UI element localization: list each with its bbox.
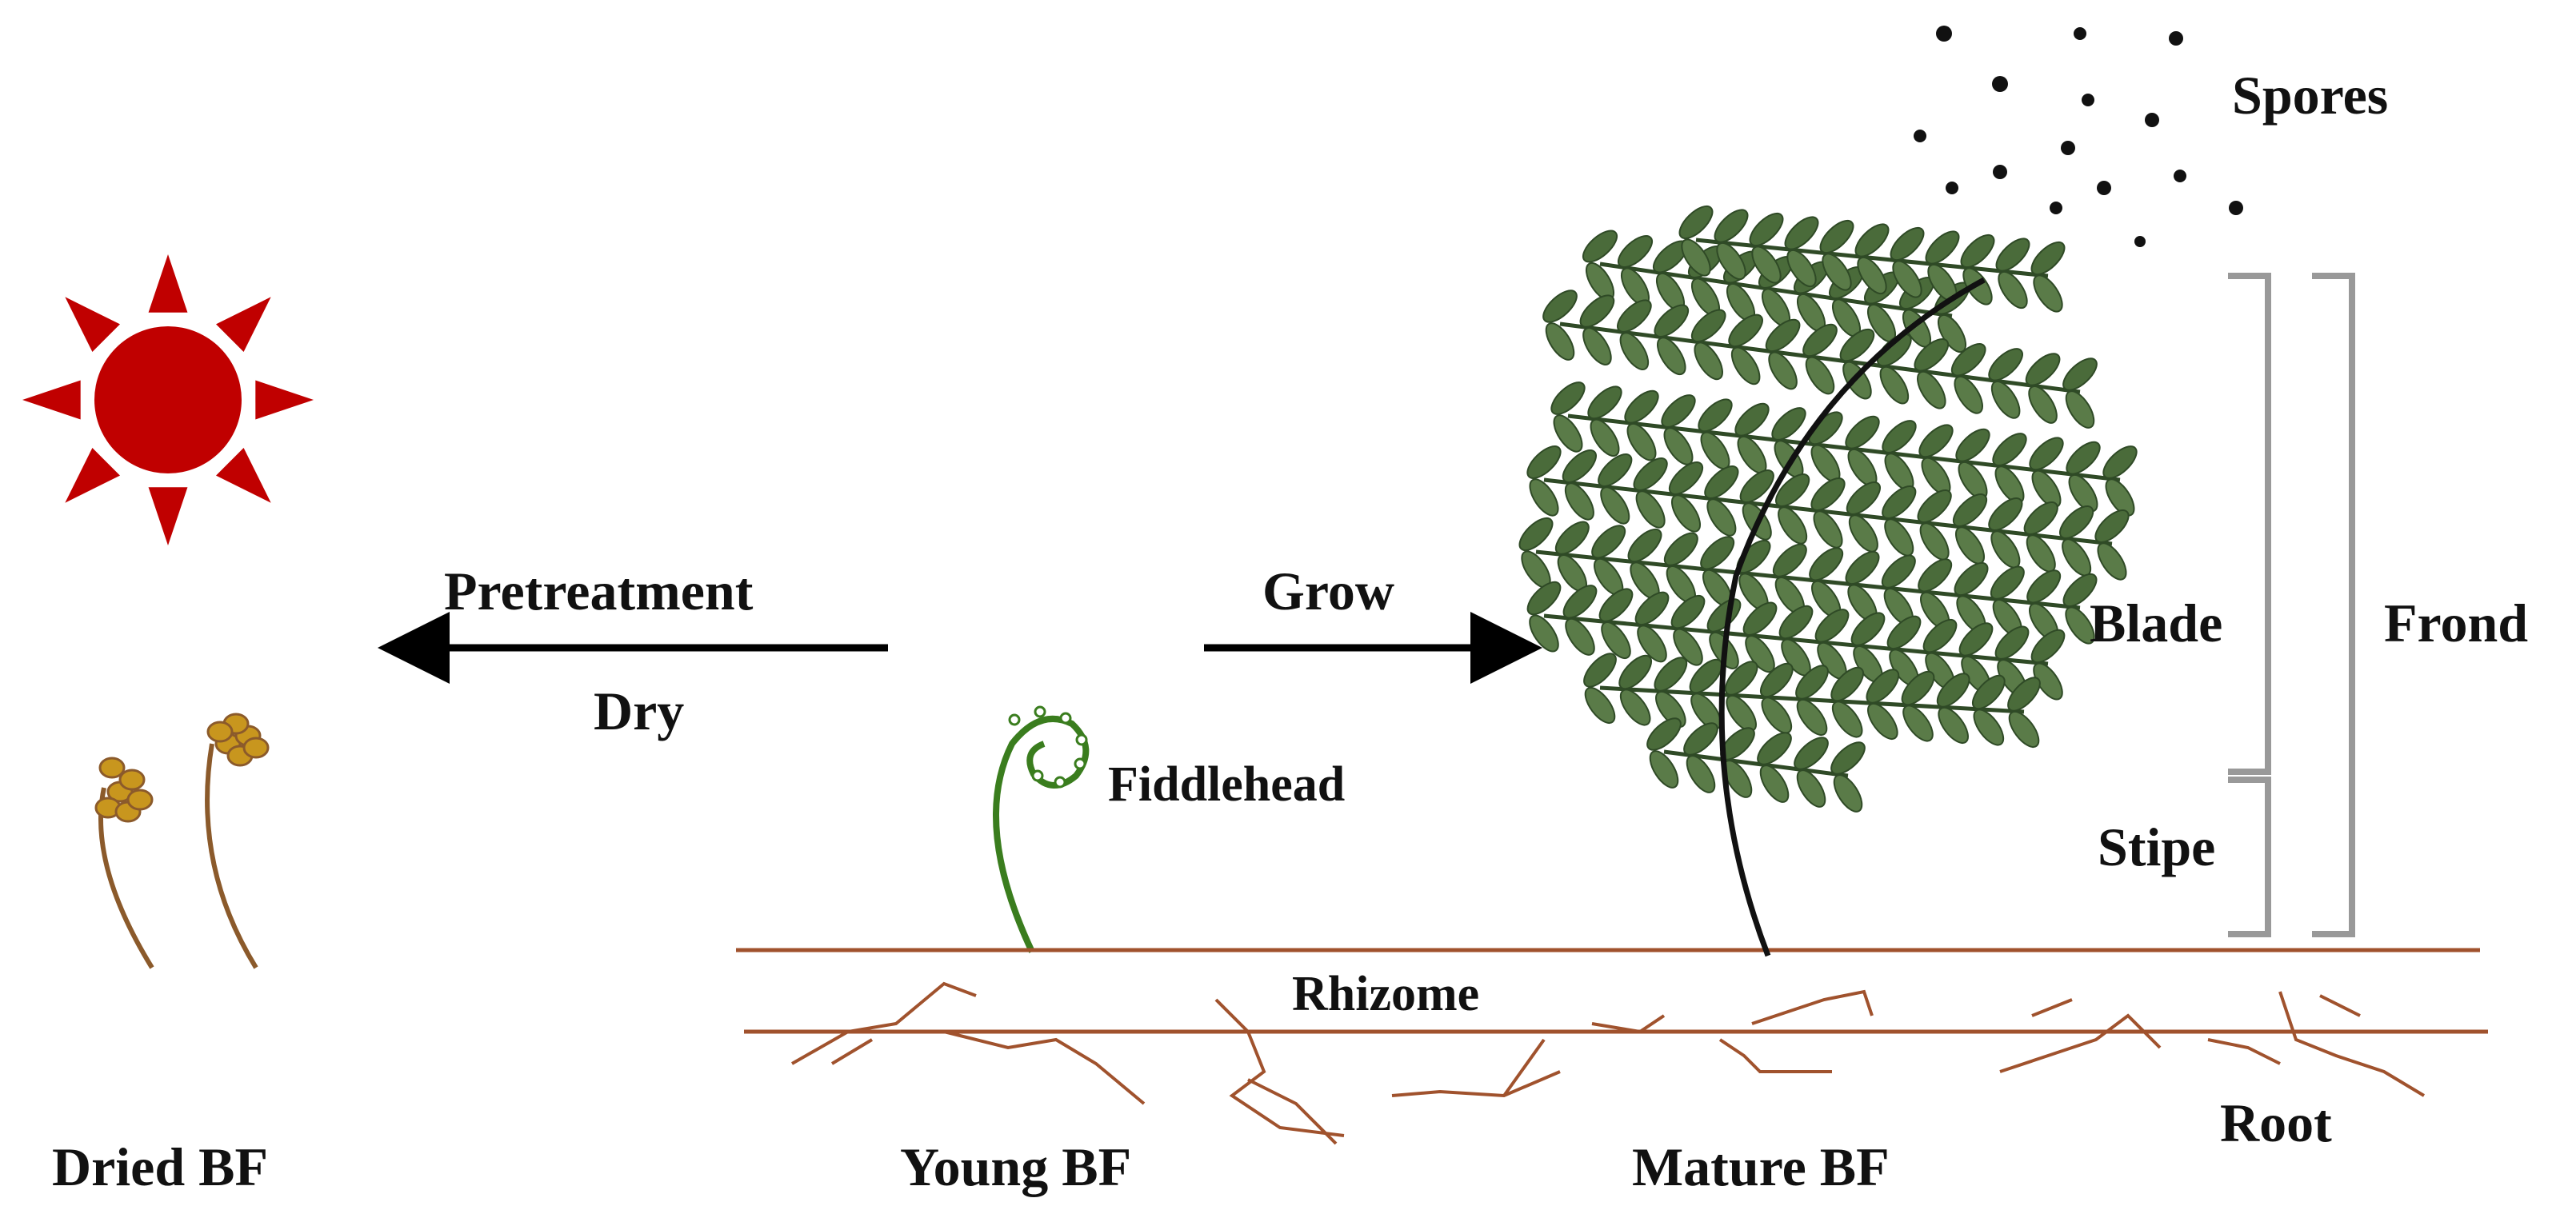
rhizome-label: Rhizome	[1292, 967, 1480, 1021]
blade-label: Blade	[2090, 593, 2223, 653]
pretreatment-label: Pretreatment	[444, 561, 754, 621]
blade-bracket	[2228, 273, 2271, 775]
root-icon	[791, 981, 2426, 1145]
mature-fern-icon	[1518, 205, 2138, 957]
dried-bf-label: Dried BF	[52, 1136, 269, 1197]
stipe-label: Stipe	[2098, 817, 2216, 877]
spores-label: Spores	[2232, 65, 2389, 126]
grow-label: Grow	[1262, 561, 1394, 621]
frond-bracket	[2312, 273, 2355, 937]
mature-bf-label: Mature BF	[1632, 1136, 1890, 1197]
dry-label: Dry	[594, 681, 685, 741]
fiddlehead-label: Fiddlehead	[1108, 757, 1346, 812]
stipe-bracket	[2228, 777, 2271, 937]
root-label: Root	[2220, 1092, 2332, 1153]
frond-label: Frond	[2384, 593, 2529, 653]
young-bf-label: Young BF	[900, 1136, 1132, 1197]
rhizome-icon	[736, 948, 2488, 1034]
sun-icon	[22, 254, 314, 545]
fiddlehead-icon	[993, 705, 1090, 953]
dried-fern-icon	[94, 713, 270, 969]
spores-icon	[1914, 26, 2243, 247]
